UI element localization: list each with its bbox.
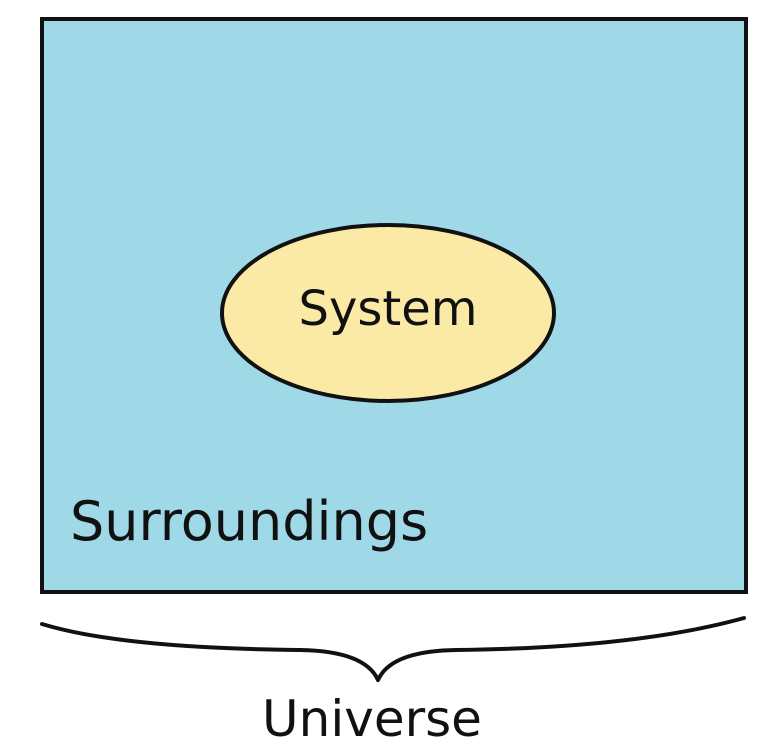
surroundings-label: Surroundings	[70, 490, 428, 553]
universe-brace	[40, 616, 746, 682]
system-ellipse	[220, 223, 556, 403]
universe-label: Universe	[262, 690, 482, 748]
system-label: System	[299, 281, 478, 337]
